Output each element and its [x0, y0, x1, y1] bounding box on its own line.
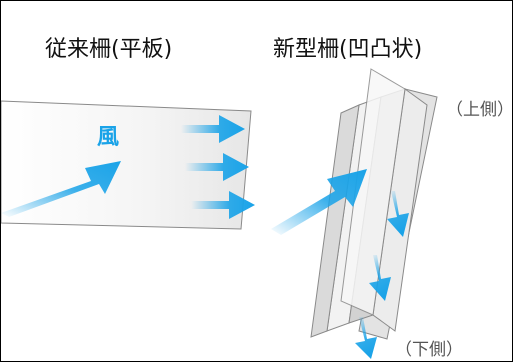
- wind-label: 風: [97, 125, 120, 150]
- conventional-fence-title: 従来柵(平板): [45, 37, 173, 62]
- lower-side-label: （下側）: [395, 340, 463, 360]
- wind-arrow-passing-3: [191, 191, 255, 219]
- wind-arrow-down-2: [369, 255, 391, 301]
- wind-arrow-left-incoming: [1, 161, 121, 217]
- upper-side-label: （上側）: [446, 100, 513, 120]
- wind-arrow-passing-2: [185, 153, 249, 181]
- wind-arrow-right-incoming: [271, 169, 367, 235]
- new-fence-title: 新型柵(凹凸状): [273, 37, 423, 62]
- wind-arrow-down-3: [355, 317, 377, 359]
- wind-arrow-passing-1: [181, 115, 245, 143]
- wind-arrow-down-1: [387, 191, 409, 237]
